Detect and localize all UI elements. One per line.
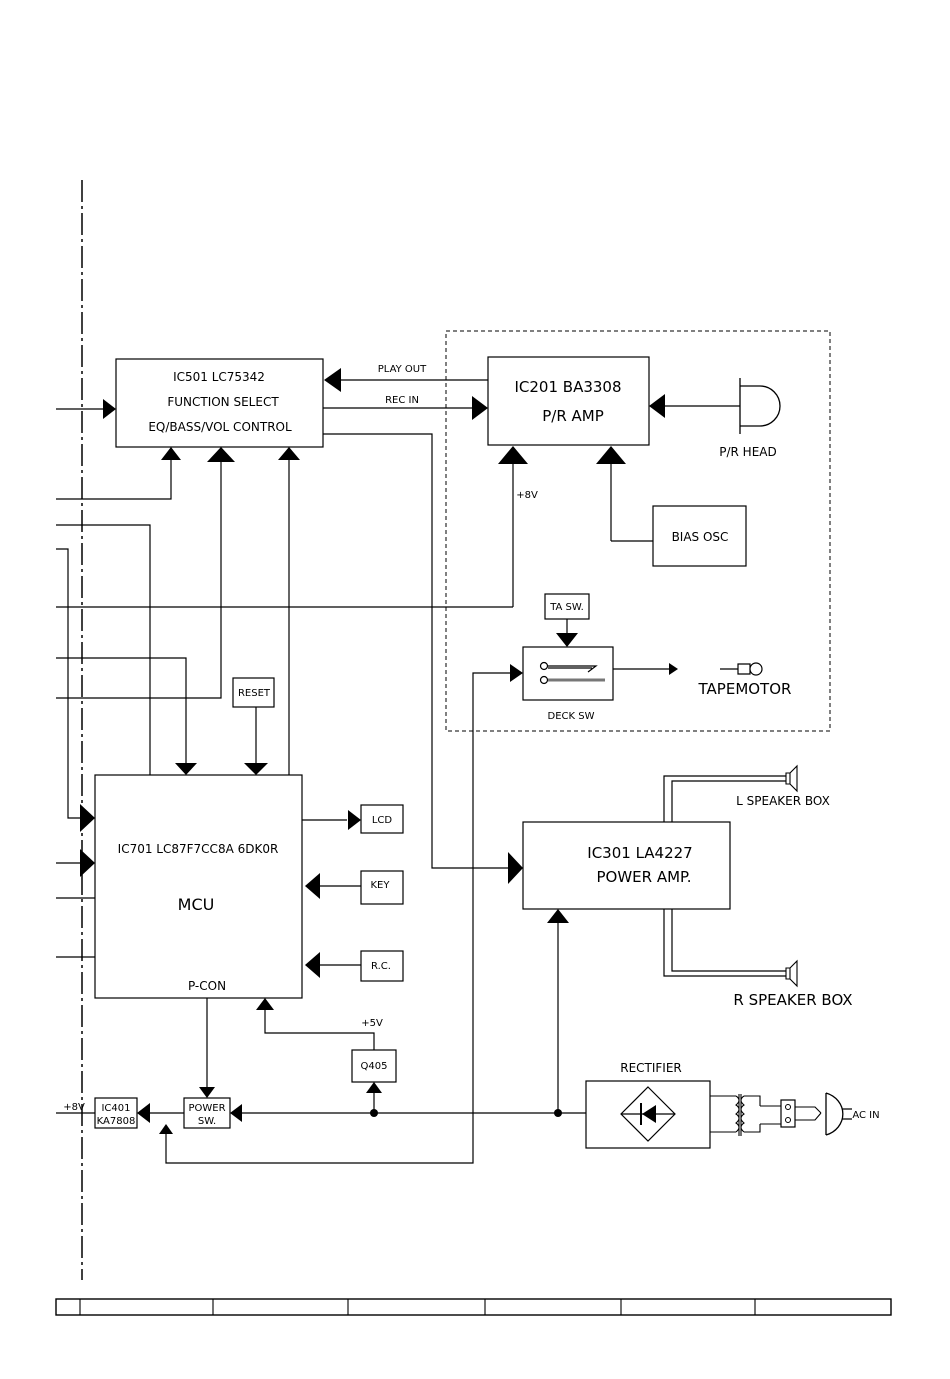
ic201-8v-arrow: [498, 446, 528, 464]
rc-arrow: [305, 952, 320, 978]
play-out-label: PLAY OUT: [378, 364, 427, 375]
ac-plug-prongs: [842, 1109, 852, 1119]
loop-arrow: [159, 1124, 173, 1134]
bias-arrow: [596, 446, 626, 464]
deck-sw-label: DECK SW: [548, 711, 595, 722]
connector-pin-2: [786, 1118, 791, 1123]
q405-label: Q405: [361, 1061, 388, 1072]
ic401-arrow: [137, 1103, 150, 1123]
ic501-function: FUNCTION SELECT: [167, 395, 279, 409]
deck-sw-contact-1: [541, 663, 548, 670]
key-label: KEY: [371, 880, 391, 891]
rectifier-label: RECTIFIER: [620, 1061, 682, 1075]
plus5v-label: +5V: [361, 1018, 383, 1029]
bottom-strip-dividers: [80, 1299, 755, 1315]
tapemotor-label: TAPEMOTOR: [698, 680, 792, 698]
bottom-strip: [56, 1299, 891, 1315]
feed-line-549: [56, 549, 82, 818]
bias-osc-label: BIAS OSC: [672, 530, 729, 544]
q405-arrow: [366, 1082, 382, 1093]
ta-sw-label: TA SW.: [549, 602, 584, 613]
pr-head-label: P/R HEAD: [719, 445, 777, 459]
ic701-label: IC701 LC87F7CC8A 6DK0R: [118, 842, 279, 856]
rec-in-arrow: [472, 396, 488, 420]
ic501-to-ic301-line: [323, 434, 508, 868]
mcu-left-arrow-2: [80, 849, 95, 877]
ic501-in2-arrow: [207, 447, 235, 462]
junction-1: [370, 1109, 378, 1117]
ic501-in2-line: [56, 462, 221, 698]
ic301-function: POWER AMP.: [596, 868, 691, 886]
pcon-arrow: [199, 1087, 215, 1098]
connector-pin-1: [786, 1105, 791, 1110]
r-speaker-icon: [786, 961, 797, 986]
plus8v-top-label: +8V: [516, 490, 538, 501]
r-speaker-lead-1: [664, 909, 786, 976]
mcu-in-arrow-1: [175, 763, 197, 775]
power-sw-in-arrow: [230, 1104, 242, 1122]
r-speaker-label: R SPEAKER BOX: [733, 991, 852, 1009]
r-speaker-lead-2: [672, 909, 786, 971]
power-sw-label-2: SW.: [198, 1116, 216, 1127]
ic501-in1-arrow: [161, 447, 181, 460]
ic701-mcu: MCU: [178, 895, 215, 914]
ic401-label-2: KA7808: [97, 1116, 136, 1127]
ic501-control: EQ/BASS/VOL CONTROL: [148, 420, 292, 434]
play-out-arrow: [324, 368, 341, 392]
rc-label: R.C.: [371, 961, 391, 972]
ic201-box: [488, 357, 649, 445]
ic501-left-arrow: [103, 399, 116, 419]
power-sw-label-1: POWER: [188, 1103, 225, 1114]
ic301-box: [523, 822, 730, 909]
ic201-function: P/R AMP: [542, 407, 604, 425]
motor-circle: [750, 663, 762, 675]
transformer-icon: [710, 1094, 760, 1136]
ta-sw-arrow: [556, 633, 578, 647]
ic301-in-arrow: [508, 852, 523, 884]
plus5v-line: [265, 1010, 374, 1050]
deck-sw-contact-2: [541, 677, 548, 684]
motor-icon: [720, 664, 750, 674]
ic501-label: IC501 LC75342: [173, 370, 265, 384]
ic701-box: [95, 775, 302, 998]
lcd-arrow: [348, 810, 361, 830]
mcu-5v-arrow: [256, 998, 274, 1010]
ic701-pcon: P-CON: [188, 979, 226, 993]
pr-head-icon: [740, 378, 780, 434]
ic401-label-1: IC401: [101, 1103, 130, 1114]
deck-sw-in-arrow: [510, 664, 523, 682]
reset-label: RESET: [238, 688, 271, 699]
tapemotor-arrow: [669, 663, 678, 675]
l-speaker-icon: [786, 766, 797, 791]
ic501-in3-arrow: [278, 447, 300, 460]
deck-sw-box: [523, 647, 613, 700]
feed-line-658: [56, 658, 186, 764]
plus8v-left-label: +8V: [63, 1102, 85, 1113]
feed-line-525: [56, 525, 150, 775]
mcu-left-arrow-1: [80, 804, 95, 832]
reset-arrow: [244, 763, 268, 775]
rec-in-label: REC IN: [385, 395, 419, 406]
ac-in-label: AC IN: [852, 1110, 879, 1121]
ic301-power-arrow: [547, 909, 569, 923]
ic501-in1-line: [56, 460, 171, 499]
key-arrow: [305, 873, 320, 899]
pr-head-arrow: [649, 394, 665, 418]
ic301-label: IC301 LA4227: [587, 844, 692, 862]
ac-plug-icon: [826, 1093, 843, 1135]
l-speaker-label: L SPEAKER BOX: [736, 794, 830, 808]
lcd-label: LCD: [372, 815, 393, 826]
ic201-label: IC201 BA3308: [514, 378, 621, 396]
